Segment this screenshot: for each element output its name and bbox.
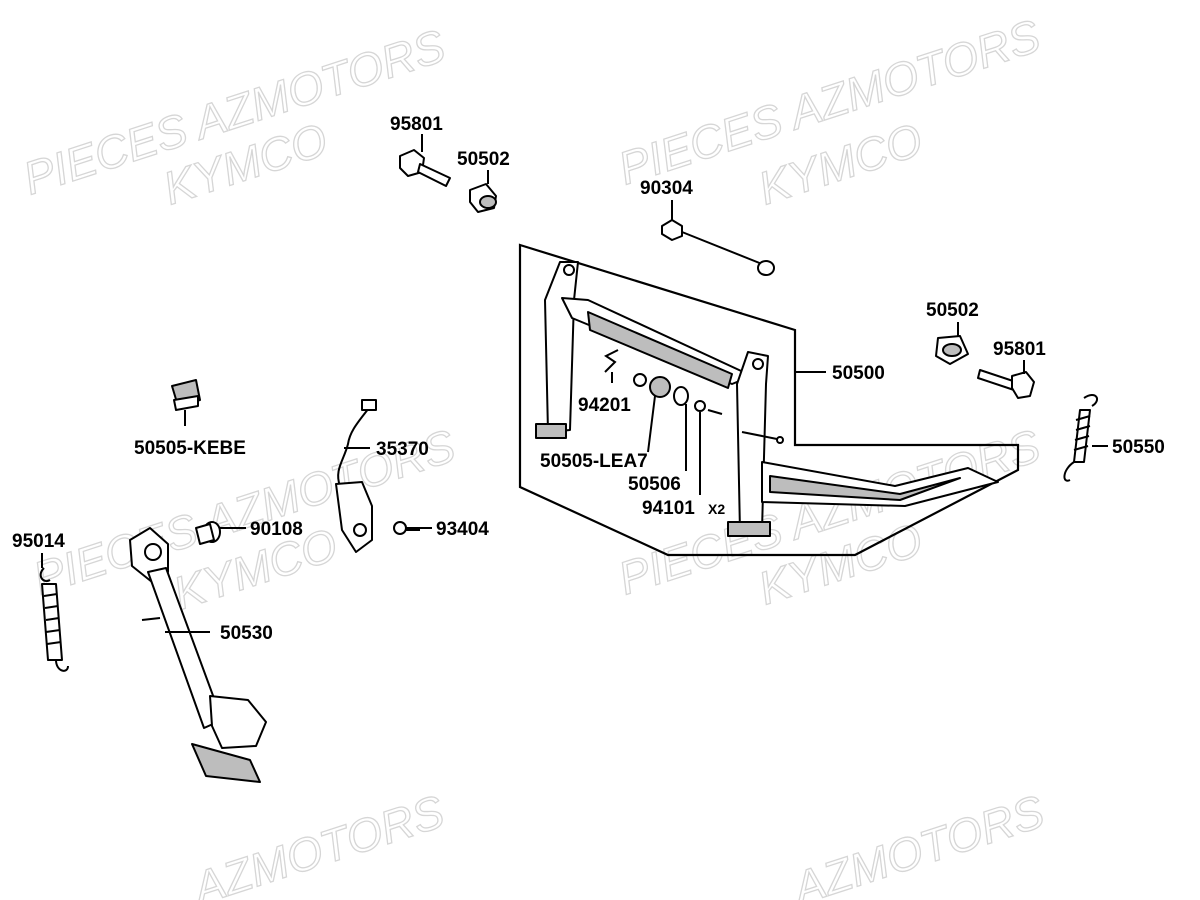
- label-95014: 95014: [12, 531, 65, 552]
- label-50530: 50530: [220, 623, 273, 644]
- leader-lines: [41, 134, 1108, 633]
- label-50502-top: 50502: [457, 149, 510, 170]
- label-90108: 90108: [250, 519, 303, 540]
- bolt-90108-drawing: [195, 521, 221, 545]
- label-50505-kebe: 50505-KEBE: [134, 438, 246, 459]
- side-stand-50530-drawing: [129, 527, 267, 783]
- bushing-50502-top-drawing: [469, 183, 497, 213]
- label-50550: 50550: [1112, 437, 1165, 458]
- label-50502-right: 50502: [926, 300, 979, 321]
- label-95801-top: 95801: [390, 114, 443, 135]
- label-93404: 93404: [436, 519, 489, 540]
- label-94201: 94201: [578, 395, 631, 416]
- label-50506: 50506: [628, 474, 681, 495]
- spring-50550-drawing: [1063, 394, 1099, 482]
- label-94101-qty: X2: [708, 501, 725, 517]
- stop-rubber-50505-kebe-drawing: [171, 379, 201, 411]
- label-50505-lea7: 50505-LEA7: [540, 451, 648, 472]
- center-stand-assembly-frame: [518, 243, 1020, 557]
- pivot-parts-drawing: [604, 349, 723, 415]
- screw-93404-drawing: [393, 521, 420, 535]
- spring-95014-drawing: [39, 567, 69, 672]
- watermark-partial-1: AZMOTORS: [184, 785, 450, 900]
- part-labels: 95801 50502 90304 50502 95801 50500 5055…: [12, 114, 1165, 644]
- bolt-90304-drawing: [661, 219, 775, 276]
- bolt-95801-top-drawing: [399, 149, 451, 187]
- watermark-partial-2: AZMOTORS: [784, 785, 1050, 900]
- side-stand-switch-35370-drawing: [335, 399, 377, 553]
- center-stand-drawing: [535, 261, 999, 537]
- label-90304: 90304: [640, 178, 693, 199]
- label-35370: 35370: [376, 439, 429, 460]
- label-95801-right: 95801: [993, 339, 1046, 360]
- label-94101: 94101: [642, 498, 695, 519]
- bolt-95801-right-drawing: [977, 369, 1035, 399]
- bushing-50502-right-drawing: [935, 335, 969, 365]
- label-50500: 50500: [832, 363, 885, 384]
